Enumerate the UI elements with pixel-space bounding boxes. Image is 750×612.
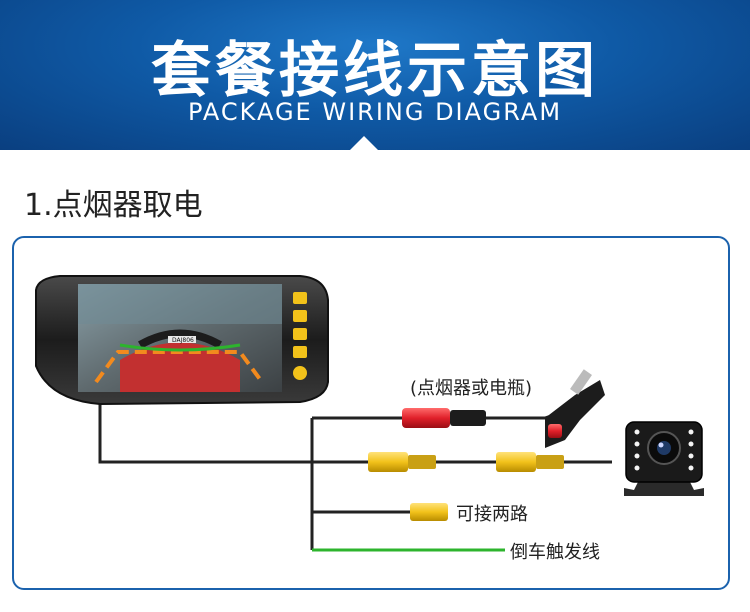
monitor-plate-text: DAJ806 [172,337,194,344]
header-banner: 套餐接线示意图 PACKAGE WIRING DIAGRAM [0,0,750,150]
wires [98,398,612,550]
cigarette-power-label: (点烟器或电瓶) [410,378,533,399]
rca-connector-icon [368,452,564,472]
two-channel-label: 可接两路 [456,504,528,525]
backup-camera-icon [624,421,704,496]
section-title: 1.点烟器取电 [24,188,203,223]
page-title: 套餐接线示意图 [151,36,599,106]
rearview-monitor-icon [35,275,329,406]
reverse-trigger-label: 倒车触发线 [510,542,600,563]
monitor-cable [98,398,612,464]
two-channel-connector-icon [410,503,448,521]
banner-notch [350,136,378,150]
cigarette-lighter-plug-icon [402,369,605,448]
page-subtitle: PACKAGE WIRING DIAGRAM [187,98,563,126]
